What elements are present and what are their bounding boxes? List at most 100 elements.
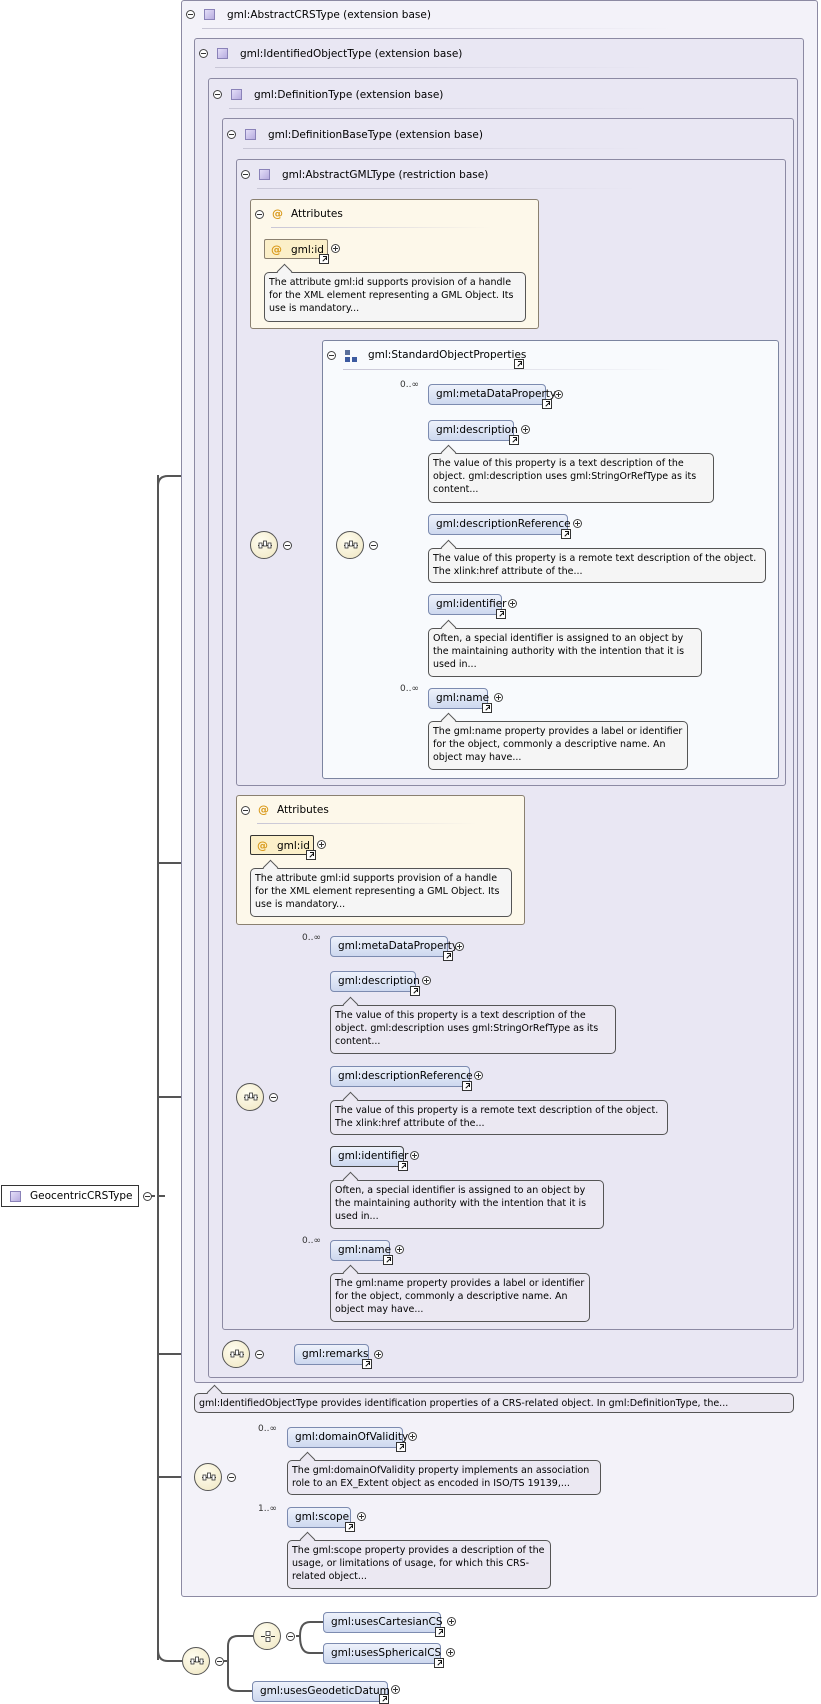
- collapse-icon[interactable]: [199, 49, 208, 58]
- link-arrow-icon[interactable]: [514, 359, 524, 369]
- expand-icon[interactable]: [573, 519, 582, 528]
- link-arrow-icon[interactable]: [435, 1627, 445, 1637]
- root-complex-type[interactable]: GeocentricCRSType: [1, 1185, 139, 1207]
- attribute-icon: @: [257, 839, 268, 852]
- description-reference-text: The value of this property is a remote t…: [428, 548, 766, 583]
- description-text: The value of this property is a text des…: [330, 1005, 616, 1054]
- element-scope[interactable]: gml:scope: [287, 1507, 351, 1528]
- expand-icon[interactable]: [374, 1350, 383, 1359]
- element-identifier[interactable]: gml:identifier: [428, 594, 506, 615]
- sequence-compositor[interactable]: [336, 531, 364, 559]
- expand-icon[interactable]: [408, 1432, 417, 1441]
- group-icon: [345, 350, 357, 362]
- element-name[interactable]: gml:name: [428, 688, 489, 709]
- cardinality: 0..∞: [302, 1236, 321, 1246]
- sequence-compositor[interactable]: [194, 1463, 222, 1491]
- link-arrow-icon[interactable]: [496, 609, 506, 619]
- collapse-icon[interactable]: [255, 1350, 264, 1359]
- expand-icon[interactable]: [410, 1151, 419, 1160]
- collapse-icon[interactable]: [186, 10, 195, 19]
- link-arrow-icon[interactable]: [379, 1694, 389, 1704]
- element-descriptionreference[interactable]: gml:descriptionReference: [330, 1066, 473, 1087]
- collapse-icon[interactable]: [227, 1473, 236, 1482]
- link-arrow-icon[interactable]: [561, 529, 571, 539]
- link-arrow-icon[interactable]: [410, 986, 420, 996]
- element-metadataproperty[interactable]: gml:metaDataProperty: [428, 384, 556, 405]
- sequence-compositor[interactable]: [182, 1647, 210, 1675]
- sequence-compositor[interactable]: [250, 531, 278, 559]
- element-descriptionreference[interactable]: gml:descriptionReference: [428, 514, 571, 535]
- gml-id-description: The attribute gml:id supports provision …: [250, 868, 512, 917]
- element-description[interactable]: gml:description: [330, 971, 420, 992]
- collapse-icon[interactable]: [241, 170, 250, 179]
- element-usessphericalcs[interactable]: gml:usesSphericalCS: [323, 1643, 441, 1664]
- link-arrow-icon[interactable]: [306, 850, 316, 860]
- collapse-icon[interactable]: [213, 90, 222, 99]
- link-arrow-icon[interactable]: [319, 254, 329, 264]
- collapse-icon[interactable]: [283, 541, 292, 550]
- description-reference-text: The value of this property is a remote t…: [330, 1100, 668, 1135]
- expand-icon[interactable]: [447, 1617, 456, 1626]
- base-type-label: gml:AbstractGMLType (restriction base): [282, 169, 489, 181]
- collapse-icon[interactable]: [215, 1657, 224, 1666]
- link-arrow-icon[interactable]: [542, 399, 552, 409]
- element-identifier[interactable]: gml:identifier: [330, 1146, 408, 1167]
- collapse-icon[interactable]: [143, 1192, 152, 1201]
- expand-icon[interactable]: [391, 1685, 400, 1694]
- expand-icon[interactable]: [446, 1648, 455, 1657]
- identifier-text: Often, a special identifier is assigned …: [330, 1180, 604, 1229]
- gml-id-attribute[interactable]: @ gml:id: [264, 239, 328, 259]
- link-arrow-icon[interactable]: [383, 1255, 393, 1265]
- link-arrow-icon[interactable]: [443, 951, 453, 961]
- collapse-icon[interactable]: [269, 1093, 278, 1102]
- choice-compositor[interactable]: [253, 1622, 281, 1650]
- base-type-label: gml:DefinitionType (extension base): [254, 89, 444, 101]
- attributes-label: Attributes: [291, 208, 343, 220]
- collapse-icon[interactable]: [227, 130, 236, 139]
- group-label: gml:StandardObjectProperties: [368, 349, 527, 361]
- expand-icon[interactable]: [474, 1071, 483, 1080]
- element-usesgeodeticdatum[interactable]: gml:usesGeodeticDatum: [252, 1681, 390, 1702]
- link-arrow-icon[interactable]: [509, 435, 519, 445]
- collapse-icon[interactable]: [327, 351, 336, 360]
- expand-icon[interactable]: [357, 1512, 366, 1521]
- collapse-icon[interactable]: [286, 1632, 295, 1641]
- element-remarks[interactable]: gml:remarks: [294, 1344, 369, 1365]
- element-name[interactable]: gml:name: [330, 1240, 391, 1261]
- expand-icon[interactable]: [521, 425, 530, 434]
- description-text: The value of this property is a text des…: [428, 453, 714, 503]
- base-type-label: gml:DefinitionBaseType (extension base): [268, 129, 483, 141]
- complex-type-icon: [204, 9, 215, 20]
- cardinality: 0..∞: [258, 1424, 277, 1434]
- expand-icon[interactable]: [317, 840, 326, 849]
- expand-icon[interactable]: [554, 390, 563, 399]
- expand-icon[interactable]: [455, 942, 464, 951]
- element-usescartesiancs[interactable]: gml:usesCartesianCS: [323, 1612, 443, 1633]
- link-arrow-icon[interactable]: [434, 1658, 444, 1668]
- expand-icon[interactable]: [494, 693, 503, 702]
- sequence-compositor[interactable]: [222, 1340, 250, 1368]
- attributes-label: Attributes: [277, 804, 329, 816]
- expand-icon[interactable]: [422, 976, 431, 985]
- element-metadataproperty[interactable]: gml:metaDataProperty: [330, 936, 458, 957]
- sequence-compositor[interactable]: [236, 1083, 264, 1111]
- expand-icon[interactable]: [508, 599, 517, 608]
- expand-icon[interactable]: [395, 1245, 404, 1254]
- link-arrow-icon[interactable]: [398, 1161, 408, 1171]
- collapse-icon[interactable]: [255, 210, 264, 219]
- name-text: The gml:name property provides a label o…: [330, 1273, 590, 1322]
- gml-id-attribute[interactable]: @ gml:id: [250, 835, 314, 855]
- cardinality: 0..∞: [400, 380, 419, 390]
- collapse-icon[interactable]: [241, 806, 250, 815]
- collapse-icon[interactable]: [369, 541, 378, 550]
- element-description[interactable]: gml:description: [428, 420, 518, 441]
- identified-object-description: gml:IdentifiedObjectType provides identi…: [194, 1393, 794, 1413]
- link-arrow-icon[interactable]: [396, 1442, 406, 1452]
- link-arrow-icon[interactable]: [345, 1522, 355, 1532]
- element-domainofvalidity[interactable]: gml:domainOfValidity: [287, 1427, 408, 1448]
- link-arrow-icon[interactable]: [362, 1359, 372, 1369]
- link-arrow-icon[interactable]: [462, 1081, 472, 1091]
- root-type-name: GeocentricCRSType: [30, 1190, 133, 1202]
- link-arrow-icon[interactable]: [482, 703, 492, 713]
- expand-icon[interactable]: [331, 244, 340, 253]
